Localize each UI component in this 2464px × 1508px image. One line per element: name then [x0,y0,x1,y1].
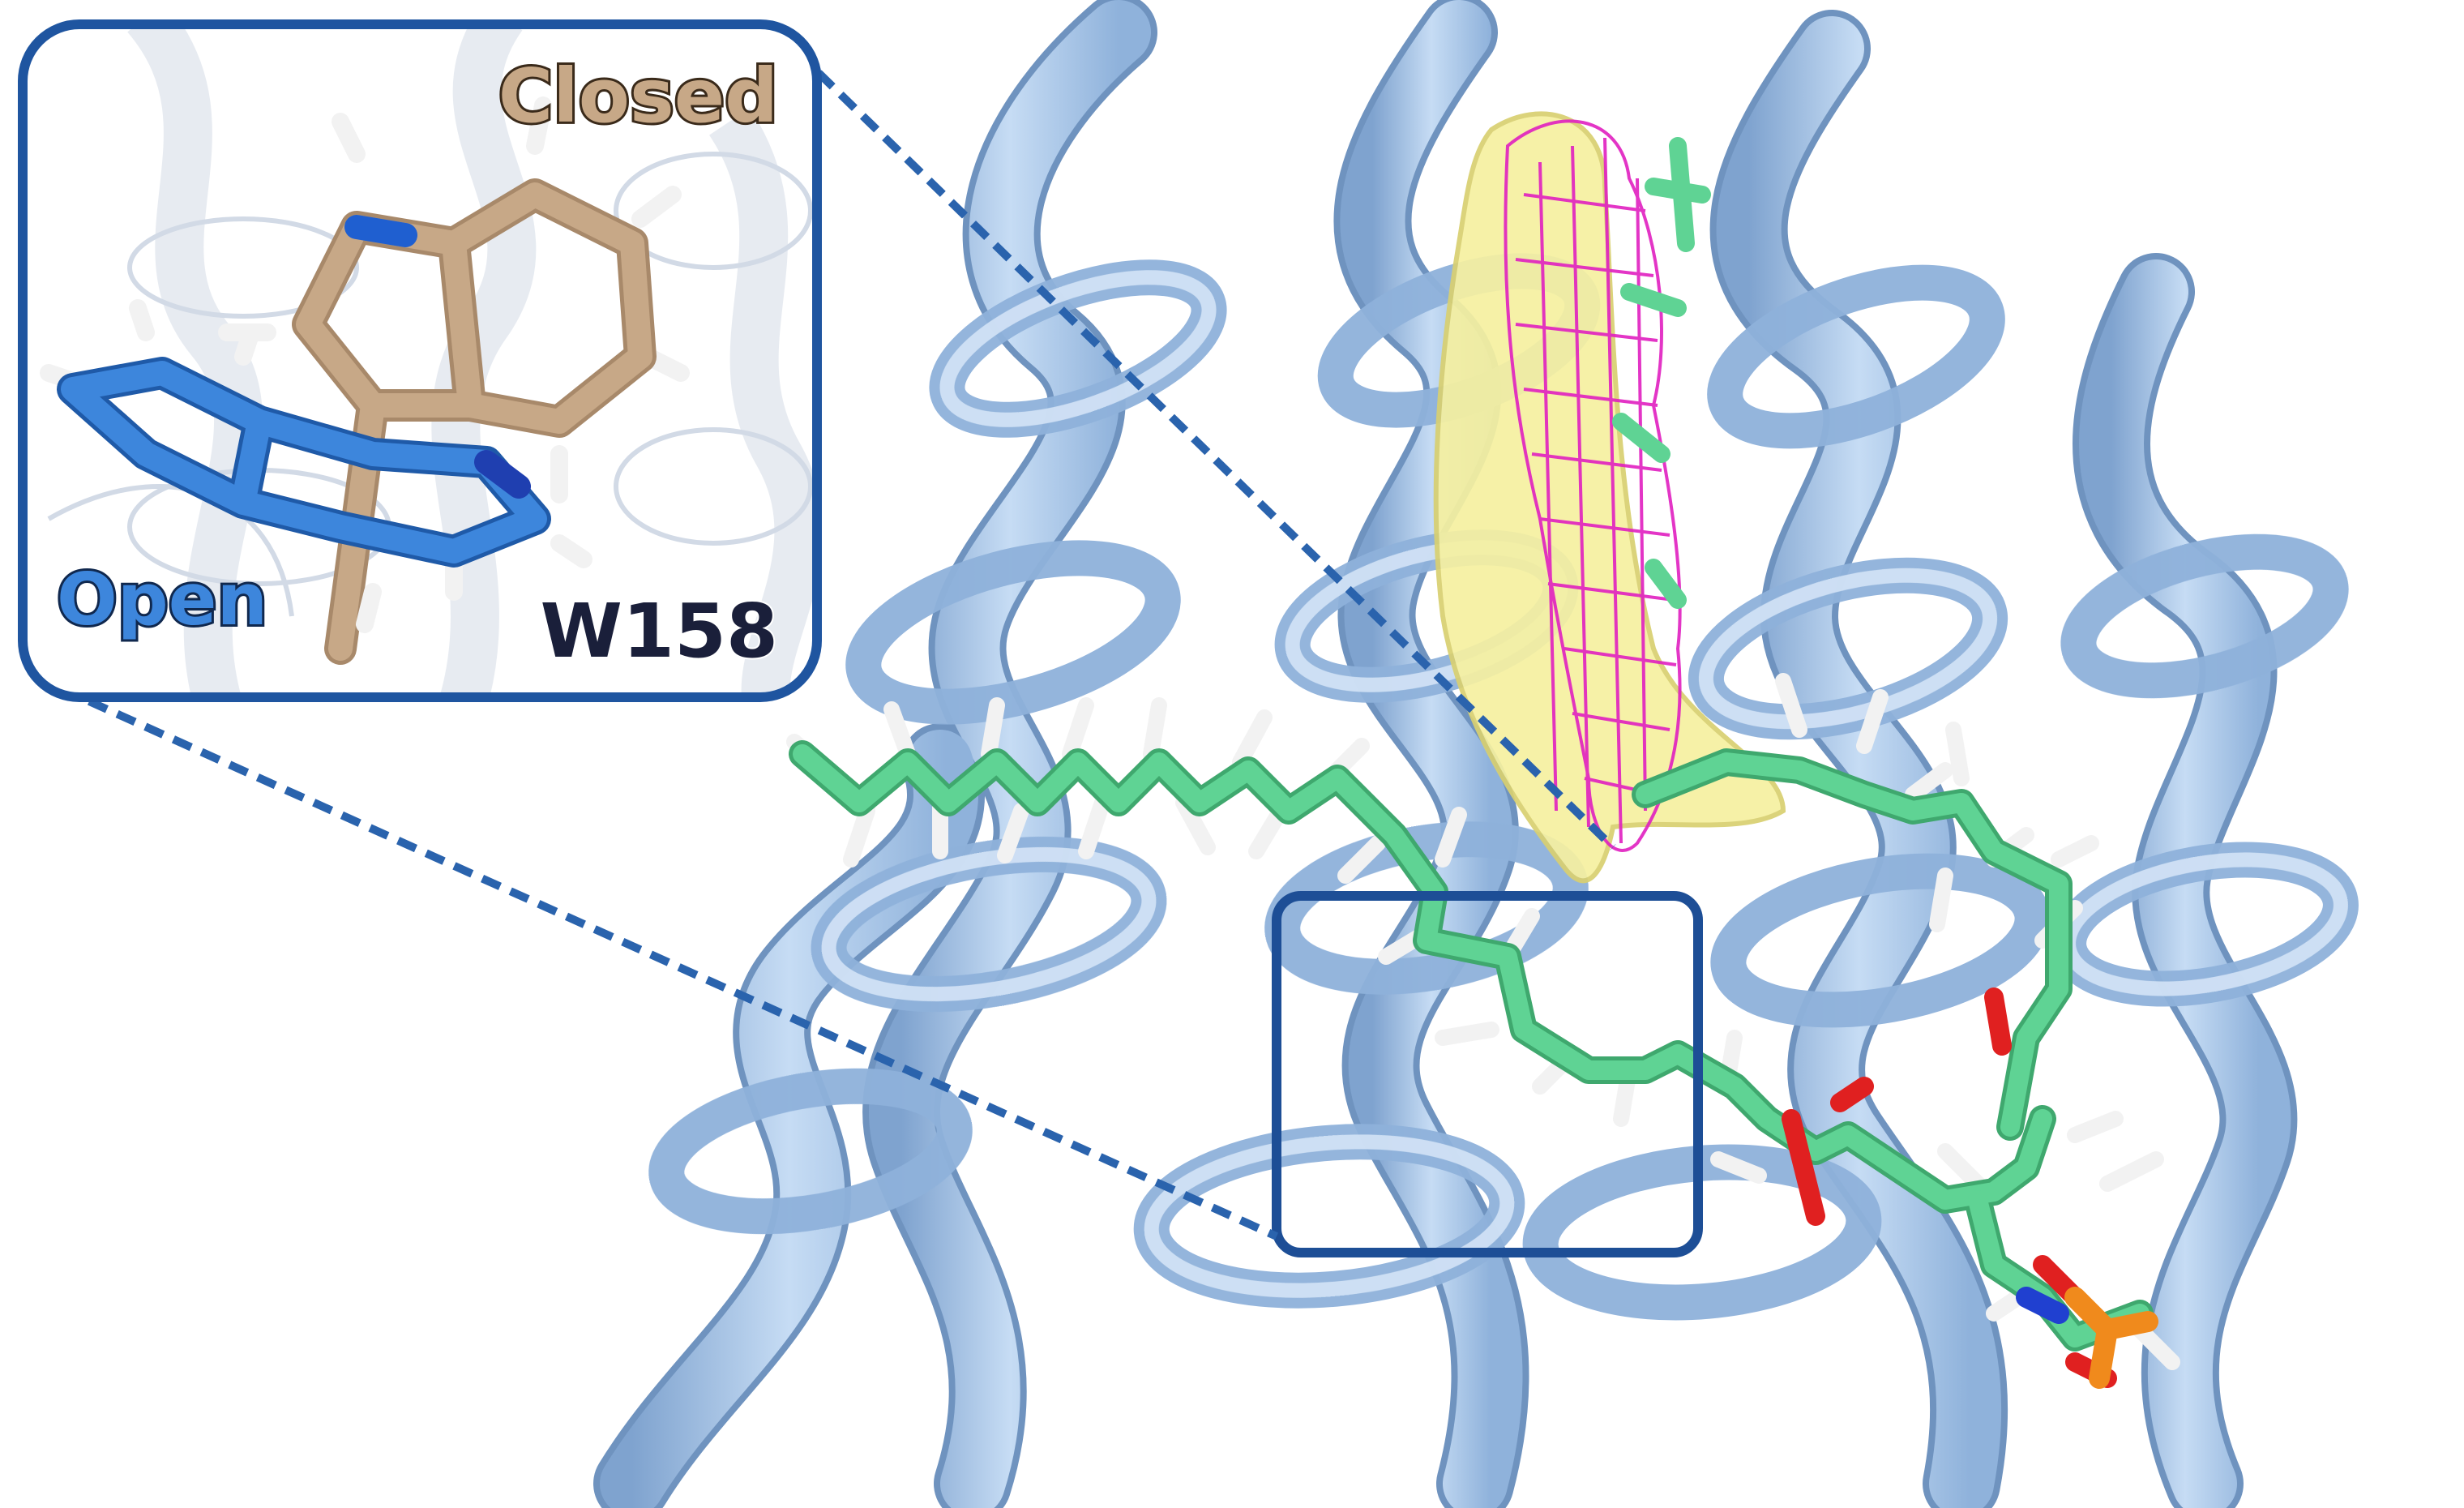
oxygen-atoms [1782,987,2117,1388]
inset-background-helices [40,24,817,697]
label-open: Open [57,558,267,641]
methyl-group [1612,137,1711,609]
zoom-connector-lines [87,70,1616,1240]
phosphate-group [2064,1287,2158,1389]
label-closed: Closed [498,53,778,139]
label-residue-w158: W158 [540,588,778,675]
open-conformer-w158 [40,299,592,633]
lipid-molecule [786,137,2180,1389]
zoom-region-box [1272,891,1703,1257]
binding-surface [1433,111,1786,884]
inset-panel: Closed Open W158 [18,19,822,702]
nitrogen-atom [2016,1287,2069,1324]
